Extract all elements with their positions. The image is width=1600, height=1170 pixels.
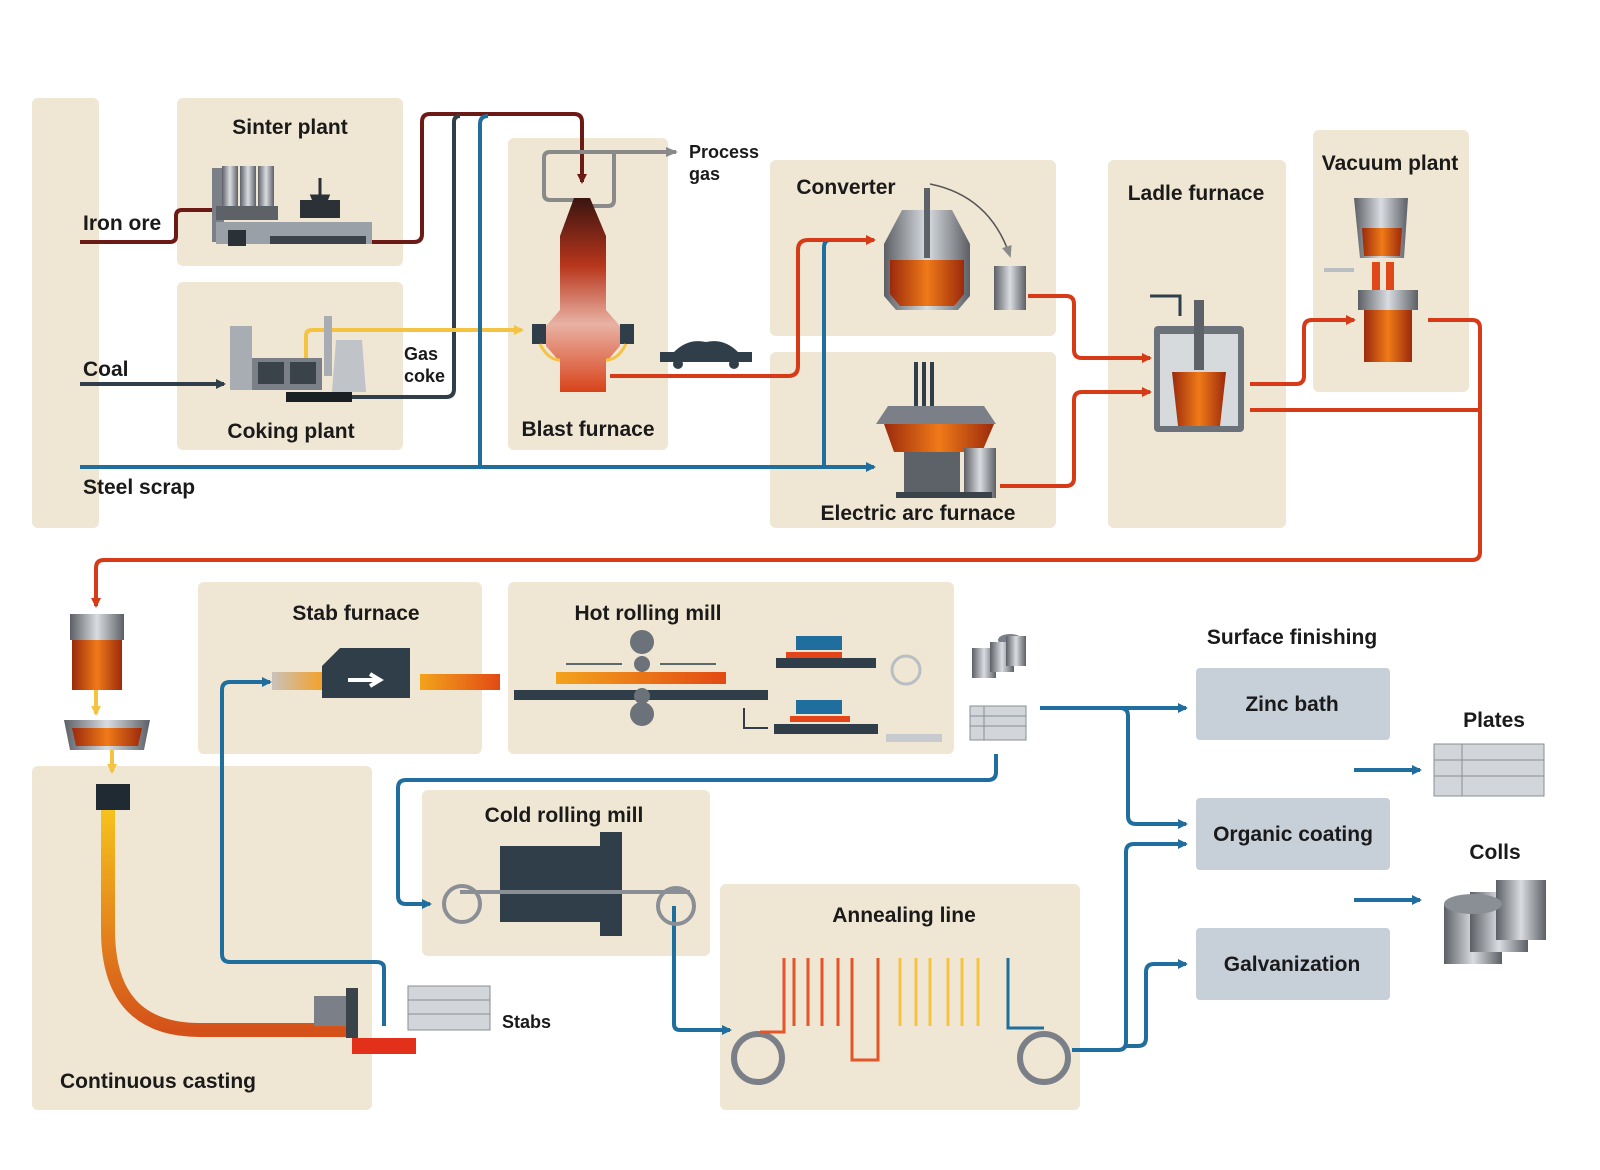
electric-arc-furnace-label: Electric arc furnace <box>821 502 1016 525</box>
organic-coating-box <box>1196 798 1390 870</box>
casting-strand-icon <box>96 784 416 1054</box>
stabs-stack-icon <box>407 985 491 1031</box>
process-gas-flow-2 <box>590 152 616 208</box>
gas-coke-label-line1: Gas <box>404 344 438 364</box>
annealing-line-icon <box>731 958 1071 1085</box>
blast-furnace-icon <box>532 198 634 392</box>
converter-to-ladle-flow <box>1028 294 1152 363</box>
torpedo-car-icon <box>660 341 752 369</box>
cold-rolling-mill-label: Cold rolling mill <box>485 804 644 827</box>
eaf-to-ladle-flow <box>1000 387 1152 488</box>
plates-product-icon <box>1433 743 1545 797</box>
zinc-bath-label: Zinc bath <box>1245 693 1338 716</box>
annealing-to-organic-flow <box>1072 839 1188 1052</box>
process-gas-flow <box>542 147 678 202</box>
to-casting-flow <box>91 318 1482 608</box>
cold-rolling-mill-icon <box>442 832 696 936</box>
steel-scrap-label: Steel scrap <box>83 476 195 499</box>
galvanization-label: Galvanization <box>1224 953 1361 976</box>
annealing-to-galvanization-flow <box>1126 959 1188 1048</box>
gas-flow <box>304 325 524 358</box>
organic-coating-label: Organic coating <box>1213 823 1373 846</box>
casting-ladle-icon <box>70 614 124 690</box>
iron-ore-label: Iron ore <box>83 212 161 235</box>
hot-rolling-mill-panel <box>508 582 954 754</box>
blast-furnace-label: Blast furnace <box>521 418 654 441</box>
iron-ore-flow <box>80 205 226 244</box>
coke-flow <box>350 114 461 399</box>
cold-to-annealing-flow <box>672 906 732 1035</box>
hot-to-organic-flow <box>1119 706 1188 829</box>
electric-arc-furnace-icon <box>876 362 996 498</box>
process-gas-label-line2: gas <box>689 164 720 184</box>
hot-rolling-mill-icon <box>514 630 942 742</box>
vacuum-plant-label: Vacuum plant <box>1322 152 1459 175</box>
stab-furnace-label: Stab furnace <box>292 602 419 625</box>
sinter-to-blast-flow <box>370 112 587 244</box>
continuous-casting-label: Continuous casting <box>60 1070 256 1093</box>
stab-furnace-icon <box>272 648 500 698</box>
tundish-icon <box>64 720 150 750</box>
sinter-plant-label: Sinter plant <box>232 116 348 139</box>
continuous-casting-panel <box>32 766 372 1110</box>
coal-label: Coal <box>83 358 129 381</box>
surface-finishing-title: Surface finishing <box>1207 626 1377 649</box>
gas-coke-label-line2: coke <box>404 366 445 386</box>
hot-rolling-mill-label: Hot rolling mill <box>575 602 722 625</box>
vacuum-plant-panel <box>1313 130 1469 392</box>
coking-plant-label: Coking plant <box>227 420 354 443</box>
vacuum-plant-icon <box>1324 198 1418 362</box>
raw-materials-panel <box>32 98 99 528</box>
process-gas-label-line1: Process <box>689 142 759 162</box>
blast-to-converter-flow <box>610 235 876 378</box>
coking-plant-icon <box>230 316 366 402</box>
coils-label: Colls <box>1469 841 1520 864</box>
annealing-line-label: Annealing line <box>832 904 976 927</box>
stabs-to-stab-furnace-flow <box>220 677 386 1026</box>
stabs-label: Stabs <box>502 1012 551 1032</box>
converter-icon <box>884 183 1026 310</box>
zinc-bath-box <box>1196 668 1390 740</box>
galvanization-box <box>1196 928 1390 1000</box>
hot-rolled-coils-icon <box>972 634 1026 678</box>
ladle-furnace-icon <box>1150 294 1244 432</box>
ladle-to-vacuum-flow <box>1250 315 1356 386</box>
hot-rolled-plates-icon <box>969 705 1027 741</box>
hot-to-cold-flow <box>396 754 998 909</box>
ladle-furnace-label: Ladle furnace <box>1128 182 1265 205</box>
plates-label: Plates <box>1463 709 1525 732</box>
sinter-plant-icon <box>212 166 372 246</box>
converter-label: Converter <box>796 176 895 199</box>
coils-product-icon <box>1444 880 1546 964</box>
scrap-to-blast-flow <box>478 114 489 467</box>
